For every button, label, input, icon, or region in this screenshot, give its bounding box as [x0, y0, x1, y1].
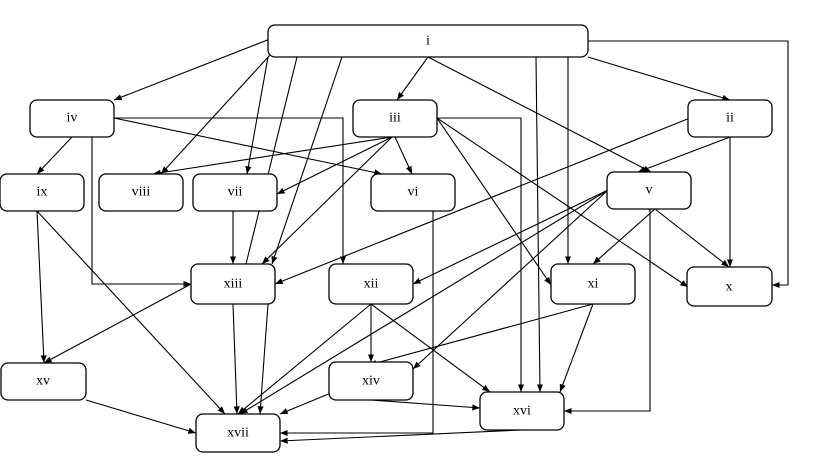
- node-xiii-label: xiii: [224, 277, 243, 292]
- node-x: x: [686, 266, 773, 307]
- node-ii-label: ii: [726, 111, 734, 126]
- node-xiv-label: xiv: [362, 374, 380, 389]
- node-v: v: [606, 171, 692, 210]
- node-xiii: xiii: [190, 263, 276, 305]
- edge-v-to-xvii: [239, 189, 609, 415]
- edge-xvi-to-xvii: [279, 429, 523, 444]
- edge-ii-to-xiii: [274, 117, 691, 285]
- edge-xi-to-xvi: [559, 303, 594, 393]
- node-vii: vii: [192, 173, 278, 212]
- node-i-label: i: [426, 34, 430, 49]
- node-viii-label: viii: [132, 185, 151, 200]
- edge-ii-to-v: [637, 136, 731, 173]
- edge-iii-to-vi: [394, 136, 413, 175]
- edge-i-to-v: [427, 56, 652, 173]
- edge-v-to-xvi: [564, 209, 651, 415]
- edge-vi-to-xvii: [280, 200, 434, 437]
- edge-xv-to-xvii: [85, 399, 197, 434]
- edge-iii-to-x: [436, 117, 689, 288]
- edge-v-to-x: [654, 208, 730, 268]
- node-xi: xi: [550, 263, 636, 305]
- edge-iii-to-xi: [436, 117, 552, 286]
- node-iv: iv: [29, 99, 115, 138]
- edge-i-to-vii: [245, 56, 269, 175]
- edge-iv-to-ix: [36, 136, 73, 175]
- node-xvi-label: xvi: [513, 404, 531, 419]
- edge-i-to-iv: [113, 38, 271, 101]
- edge-i-to-iii: [396, 56, 429, 101]
- edge-ix-to-xvii: [36, 210, 226, 415]
- edge-ix-to-xv: [36, 210, 47, 364]
- edge-xi-to-xiv: [368, 303, 594, 366]
- node-iii-label: iii: [389, 111, 401, 126]
- node-viii: viii: [98, 173, 184, 212]
- node-ix-label: ix: [37, 185, 48, 200]
- edge-i-to-xvii: [245, 56, 298, 415]
- node-xii: xii: [328, 263, 414, 305]
- node-xvii: xvii: [195, 413, 281, 453]
- node-xv: xv: [0, 362, 87, 401]
- edge-i-to-xiii: [271, 56, 343, 265]
- node-v-label: v: [646, 183, 653, 198]
- node-x-label: x: [726, 280, 733, 295]
- edge-xiii-to-xv: [43, 283, 192, 364]
- edge-v-to-xiv: [412, 189, 609, 370]
- node-xii-label: xii: [364, 277, 379, 292]
- edge-i-to-x: [588, 40, 789, 289]
- node-xiv: xiv: [328, 361, 414, 401]
- node-xvii-label: xvii: [227, 426, 249, 441]
- node-vii-label: vii: [228, 185, 243, 200]
- edge-i-to-viii: [160, 54, 271, 175]
- node-i: i: [267, 24, 589, 58]
- edge-iv-to-xii: [114, 117, 347, 264]
- node-ix: ix: [0, 173, 85, 212]
- edge-i-to-ii: [587, 56, 731, 101]
- node-vi-label: vi: [408, 185, 419, 200]
- node-ii: ii: [687, 99, 773, 138]
- edge-iv-to-xiii: [91, 137, 191, 288]
- node-xi-label: xi: [588, 277, 599, 292]
- edge-iii-to-xiii: [261, 136, 393, 265]
- edge-xii-to-xvii: [237, 303, 372, 415]
- edge-iii-to-vii: [276, 136, 393, 195]
- edge-i-to-xvi: [535, 56, 543, 393]
- node-iv-label: iv: [67, 111, 78, 126]
- node-xvi: xvi: [479, 391, 565, 431]
- edge-iii-to-viii: [152, 136, 393, 176]
- edges-layer: [36, 38, 789, 444]
- node-iii: iii: [352, 99, 438, 138]
- node-xv-label: xv: [36, 374, 50, 389]
- edge-v-to-xi: [592, 208, 656, 265]
- edge-xiv-to-xvi: [370, 399, 481, 411]
- edge-iii-to-xvi: [437, 117, 525, 392]
- edge-v-to-xii: [412, 189, 609, 285]
- node-vi: vi: [370, 173, 456, 212]
- edge-xiii-to-xvii: [232, 303, 240, 415]
